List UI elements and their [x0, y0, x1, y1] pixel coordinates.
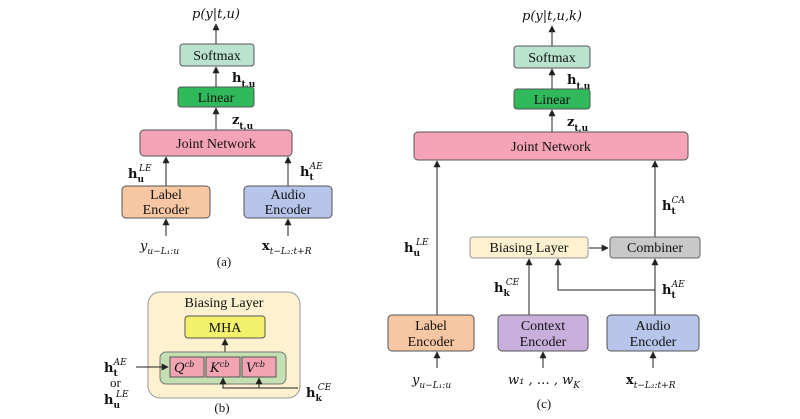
panel-c-h-le: huLE: [404, 238, 429, 259]
panel-a-linear-label: Linear: [198, 91, 235, 106]
panel-c-combiner-label: Combiner: [627, 241, 683, 256]
panel-c-h-ae: htAE: [662, 280, 685, 301]
panel-b-h-ce: hkCE: [306, 383, 332, 404]
panel-a: p(y|t,u) Softmax ht,u Linear zt,u Joint …: [121, 7, 333, 269]
panel-a-output: p(y|t,u): [192, 7, 240, 22]
panel-c-label-encoder-box: [387, 314, 475, 352]
panel-a-joint-label: Joint Network: [176, 137, 256, 152]
panel-a-y-input: yu−L₁:u: [139, 239, 179, 257]
panel-a-label-encoder-line1: Label: [150, 188, 182, 203]
panel-b-caption: (b): [214, 400, 229, 415]
panel-b-q-box: [169, 356, 205, 378]
panel-c-context-encoder-line1: Context: [521, 319, 565, 334]
panel-c-audio-encoder-line1: Audio: [636, 319, 671, 334]
panel-b-mha-label: MHA: [209, 321, 243, 336]
panel-b-v-box: [241, 356, 277, 378]
panel-c-context-encoder-box: [497, 314, 589, 352]
panel-a-softmax-label: Softmax: [193, 49, 240, 64]
panel-c-w-input: w₁ , … , wK: [508, 373, 581, 391]
panel-c-audio-encoder-line2: Encoder: [630, 335, 677, 350]
panel-a-z-tu: zt,u: [232, 113, 254, 132]
panel-a-x-input: xt−L₂:t+R: [262, 239, 312, 257]
panel-c-label-encoder-line2: Encoder: [408, 335, 455, 350]
panel-c-audio-encoder-box: [606, 314, 700, 352]
panel-a-label-encoder-box: [121, 185, 211, 219]
panel-b: Biasing Layer MHA Qcb Kcb Vcb htAE or hu…: [104, 291, 332, 415]
panel-c-h-tu: ht,u: [567, 73, 591, 92]
panel-c-context-encoder-line2: Encoder: [520, 335, 567, 350]
panel-a-label-encoder-line2: Encoder: [143, 203, 190, 218]
panel-c-biasing-box: [469, 236, 589, 259]
panel-c-h-ce: hkCE: [494, 278, 520, 299]
panel-c-joint-label: Joint Network: [511, 140, 591, 155]
panel-a-audio-encoder-line1: Audio: [271, 188, 306, 203]
panel-a-caption: (a): [217, 254, 231, 269]
panel-c: p(y|t,u,k) Softmax ht,u Linear zt,u Join…: [387, 9, 701, 411]
panel-c-biasing-label: Biasing Layer: [490, 241, 569, 256]
panel-b-k-label: Kcb: [209, 360, 229, 376]
panel-c-joint-box: [413, 131, 689, 161]
panel-a-softmax-box: [179, 43, 255, 67]
panel-a-h-ae: htAE: [300, 162, 323, 183]
panel-b-v-label: Vcb: [246, 360, 265, 376]
panel-b-q-label: Qcb: [174, 360, 194, 376]
panel-b-or: or: [110, 375, 122, 390]
panel-a-audio-encoder-line2: Encoder: [265, 203, 312, 218]
panel-a-h-le: huLE: [128, 164, 152, 185]
panel-c-z-tu: zt,u: [567, 115, 589, 134]
panel-a-linear-box: [177, 86, 255, 108]
panel-c-linear-label: Linear: [534, 93, 571, 108]
panel-b-mha-box: [184, 315, 266, 339]
panel-c-softmax-box: [513, 45, 591, 69]
panel-c-caption: (c): [537, 396, 551, 411]
panel-b-h-ae: htAE: [104, 358, 127, 379]
panel-c-y-input: yu−L₁:u: [411, 373, 451, 391]
panel-a-h-tu: ht,u: [232, 71, 256, 90]
panel-c-linear-box: [513, 88, 591, 110]
panel-c-h-ca: htCA: [662, 196, 686, 217]
panel-c-combiner-box: [609, 236, 701, 259]
panel-b-h-le: huLE: [104, 390, 129, 411]
panel-a-joint-box: [139, 129, 293, 157]
panel-c-label-encoder-line1: Label: [415, 319, 447, 334]
panel-b-title: Biasing Layer: [185, 296, 264, 311]
panel-c-softmax-label: Softmax: [528, 51, 575, 66]
panel-b-k-box: [205, 356, 241, 378]
panel-a-audio-encoder-box: [243, 185, 333, 219]
panel-c-x-input: xt−L₂:t+R: [626, 373, 676, 391]
panel-c-output: p(y|t,u,k): [522, 9, 582, 24]
